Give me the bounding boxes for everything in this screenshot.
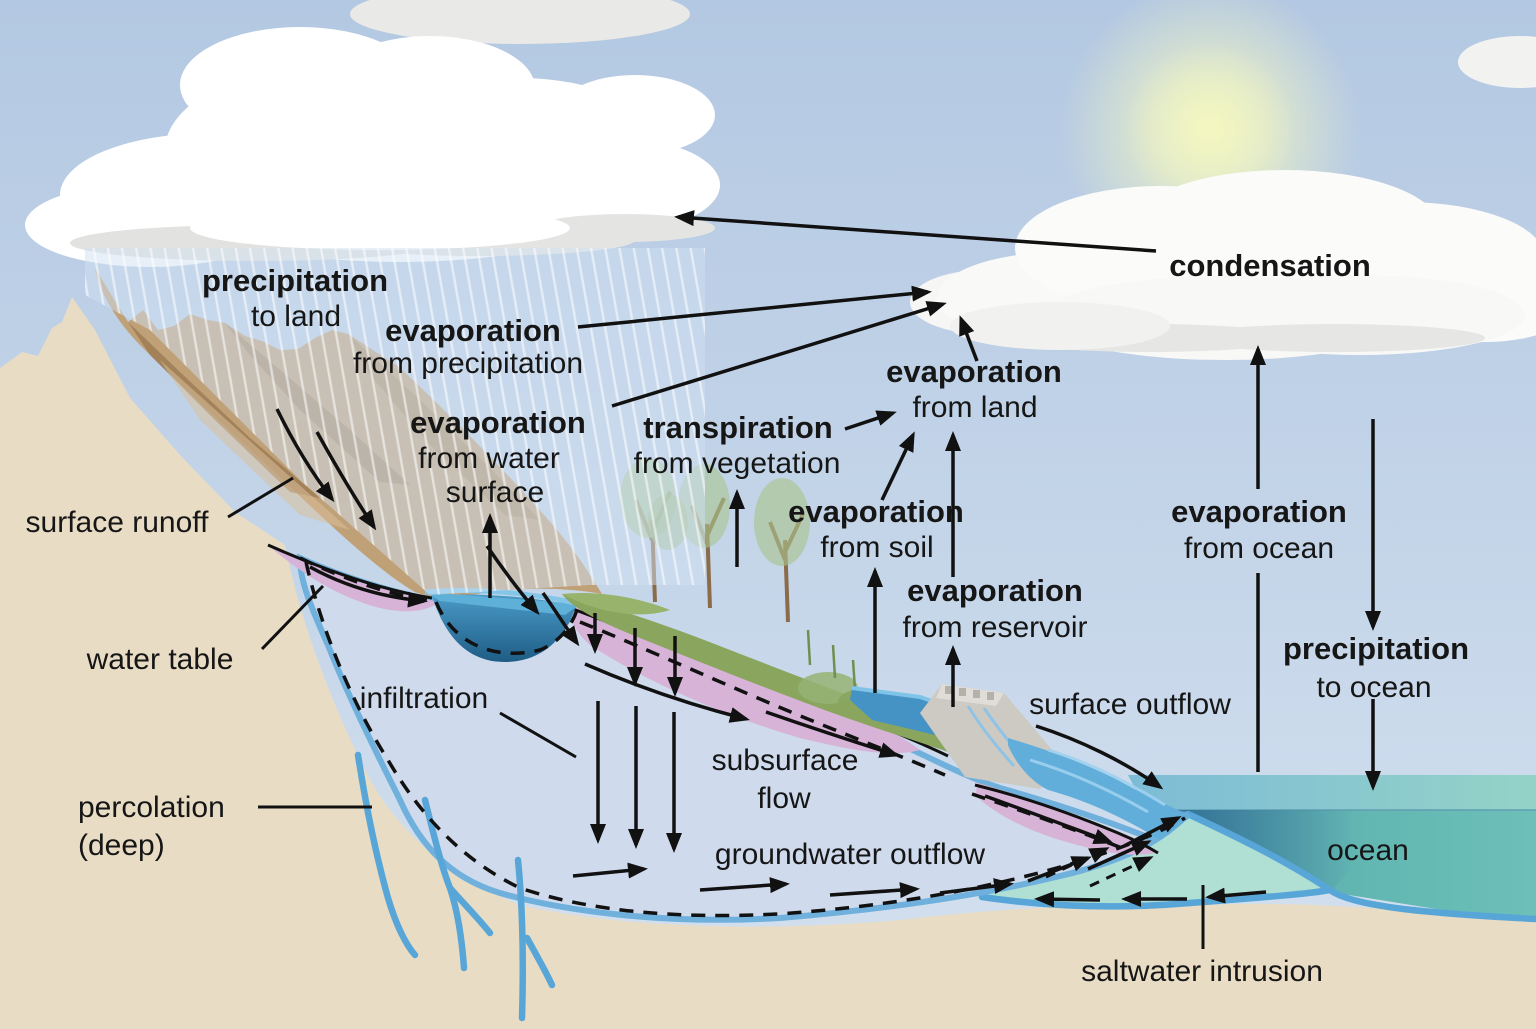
svg-text:flow: flow — [757, 782, 811, 815]
condensation-cloud-icon — [910, 36, 1536, 360]
label-groundwater-outflow: groundwater outflow — [715, 838, 985, 871]
label-ocean: ocean — [1327, 834, 1409, 867]
arrow-soil-to-land — [880, 431, 915, 501]
arrow-evap-surface-to-cloud — [611, 301, 947, 408]
arrow-runoff-2 — [315, 431, 377, 531]
saltwater-wedge — [1146, 810, 1410, 890]
svg-text:precipitation: precipitation — [202, 263, 388, 298]
label-evaporation-from-reservoir: evaporation from reservoir — [902, 573, 1087, 644]
svg-text:from vegetation: from vegetation — [634, 447, 841, 480]
arrow-groundwater-3 — [829, 882, 920, 899]
arrow-subsurface-c — [984, 794, 1114, 844]
label-precipitation-to-ocean: precipitation to ocean — [1283, 631, 1469, 704]
svg-text:condensation: condensation — [1169, 248, 1371, 283]
arrow-runoff-4 — [541, 591, 580, 647]
arrow-transpiration-to-land — [844, 410, 897, 431]
arrow-runoff-3 — [485, 545, 540, 616]
leader-water-table — [260, 584, 325, 651]
svg-text:precipitation: precipitation — [1283, 631, 1469, 666]
labels: precipitation to land evaporation from p… — [26, 248, 1469, 988]
label-evaporation-from-ocean: evaporation from ocean — [1171, 494, 1347, 565]
label-saltwater-intrusion: saltwater intrusion — [1081, 955, 1323, 988]
svg-text:percolation: percolation — [78, 791, 225, 824]
svg-text:evaporation: evaporation — [907, 573, 1083, 608]
label-evaporation-from-land: evaporation from land — [886, 354, 1062, 424]
arrow-land-to-cloud — [959, 315, 979, 362]
svg-text:from reservoir: from reservoir — [902, 611, 1087, 644]
arrow-subsurface-b2 — [765, 710, 900, 758]
arrow-groundwater-1 — [572, 862, 648, 879]
svg-text:from soil: from soil — [820, 531, 933, 564]
arrow-subsurface-b1 — [584, 662, 750, 723]
leader-lines — [227, 476, 1205, 949]
label-precipitation-to-land: precipitation to land — [202, 263, 388, 333]
label-evaporation-from-precipitation: evaporation from precipitation — [353, 313, 583, 380]
arrow-surface-outflow — [1035, 724, 1164, 790]
label-evaporation-from-soil: evaporation from soil — [788, 494, 964, 564]
svg-text:subsurface: subsurface — [712, 744, 859, 777]
svg-text:evaporation: evaporation — [886, 354, 1062, 389]
rain — [85, 248, 705, 595]
svg-text:evaporation: evaporation — [385, 313, 561, 348]
svg-text:to land: to land — [251, 300, 341, 333]
arrow-intrusion-3 — [1205, 887, 1267, 904]
svg-text:from land: from land — [912, 391, 1037, 424]
label-water-table: water table — [86, 643, 234, 676]
label-surface-runoff: surface runoff — [26, 506, 210, 539]
arrow-groundwater-4 — [939, 878, 1014, 895]
flow-arrows — [275, 210, 1381, 908]
label-percolation-deep: percolation (deep) — [78, 791, 225, 862]
svg-text:surface: surface — [446, 476, 544, 509]
svg-text:(deep): (deep) — [78, 829, 165, 862]
label-subsurface-flow: subsurface flow — [712, 744, 859, 815]
arrow-subsurface-a — [309, 565, 428, 608]
label-condensation: condensation — [1169, 248, 1371, 283]
svg-text:evaporation: evaporation — [1171, 494, 1347, 529]
svg-text:evaporation: evaporation — [410, 405, 586, 440]
arrow-groundwater-5 — [1027, 856, 1092, 883]
leader-surface-runoff — [227, 476, 294, 519]
svg-text:from precipitation: from precipitation — [353, 347, 583, 380]
svg-text:from water: from water — [418, 442, 560, 475]
arrow-runoff-1 — [275, 408, 335, 503]
ocean-water — [1128, 775, 1536, 925]
arrow-evap-precip-to-cloud — [577, 285, 932, 329]
svg-text:from ocean: from ocean — [1184, 532, 1334, 565]
arrow-intrusion-1 — [1034, 891, 1101, 908]
arrow-groundwater-6 — [1087, 840, 1152, 871]
percolation-streams — [354, 751, 556, 1022]
label-surface-outflow: surface outflow — [1029, 688, 1231, 721]
ground — [0, 297, 1536, 1029]
sun-icon — [1125, 43, 1295, 213]
svg-text:evaporation: evaporation — [788, 494, 964, 529]
label-transpiration-from-vegetation: transpiration from vegetation — [634, 410, 841, 480]
arrow-groundwater-7 — [1123, 816, 1182, 848]
arrow-cloud-drift — [674, 210, 1157, 253]
svg-text:transpiration: transpiration — [643, 410, 832, 445]
svg-text:to ocean: to ocean — [1316, 671, 1431, 704]
river-outflow — [1008, 738, 1192, 840]
saltwater-intrusion-zone — [982, 815, 1330, 906]
label-evaporation-from-water-surface: evaporation from water surface — [410, 405, 586, 509]
arrow-groundwater-2 — [699, 877, 790, 894]
label-infiltration: infiltration — [360, 682, 488, 715]
leader-infiltration — [499, 711, 577, 759]
